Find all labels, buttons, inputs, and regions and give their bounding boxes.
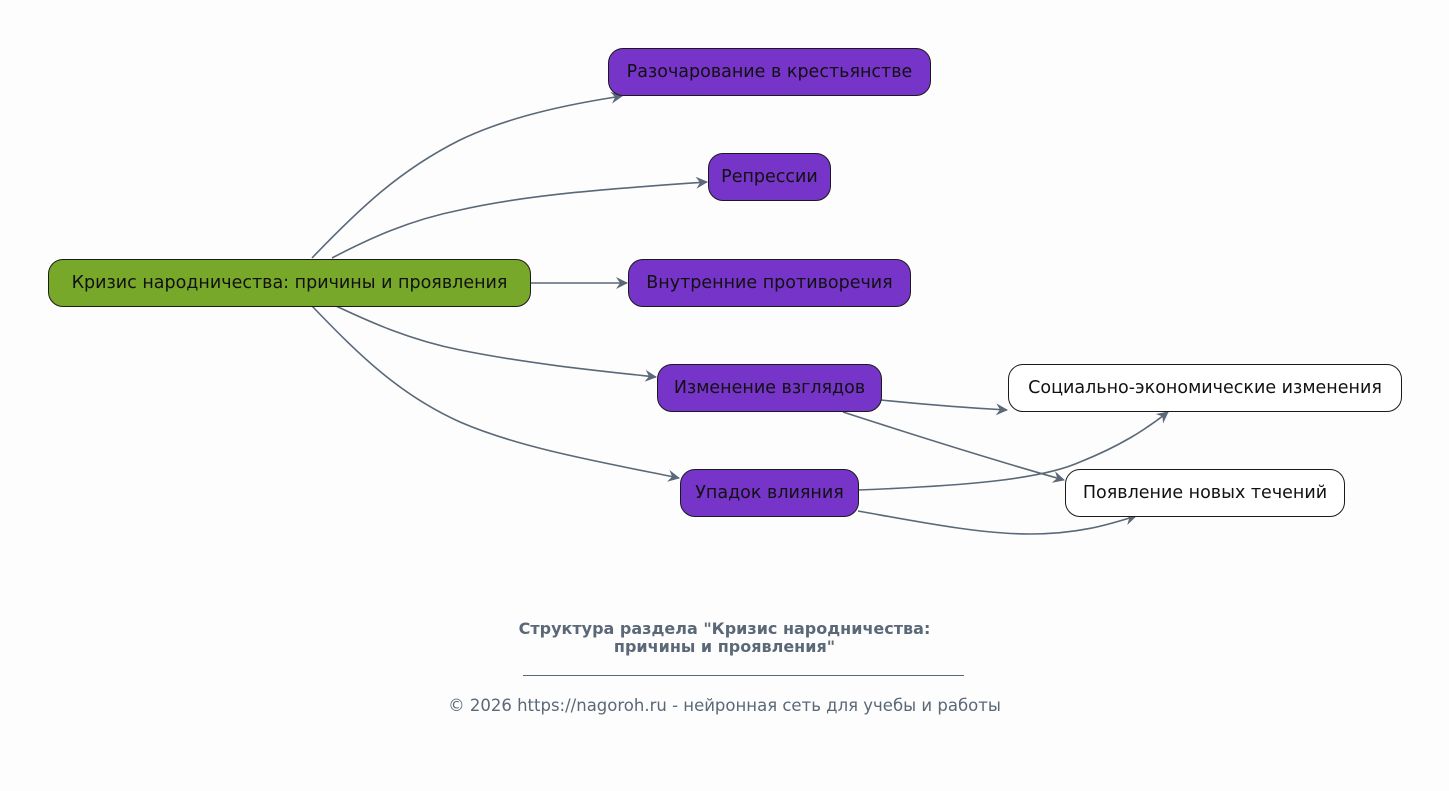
caption-divider	[523, 675, 964, 676]
edge-c4-to-l1	[880, 399, 1008, 416]
edge-root-to-c2	[331, 176, 708, 259]
node-label: Социально-экономические изменения	[1028, 378, 1382, 398]
node-label: Репрессии	[721, 167, 818, 187]
node-repressions[interactable]: Репрессии	[708, 153, 831, 201]
footer-copyright: © 2026 https://nagoroh.ru - нейронная се…	[448, 696, 1001, 715]
edge-root-to-c5	[311, 305, 680, 482]
edge-c4-to-l2	[842, 411, 1065, 483]
node-label: Упадок влияния	[695, 483, 844, 503]
node-label: Появление новых течений	[1082, 483, 1328, 503]
node-label: Внутренние противоречия	[646, 273, 893, 293]
edge-root-to-c4	[335, 305, 657, 382]
node-change-of-views[interactable]: Изменение взглядов	[657, 364, 882, 412]
node-root[interactable]: Кризис народничества: причины и проявлен…	[48, 259, 531, 307]
node-decline-of-influence[interactable]: Упадок влияния	[680, 469, 859, 517]
node-internal-contradictions[interactable]: Внутренние противоречия	[628, 259, 911, 307]
diagram-caption-title: Структура раздела "Кризис народничества:…	[0, 620, 1449, 656]
node-root-label: Кризис народничества: причины и проявлен…	[71, 273, 508, 293]
node-label: Разочарование в крестьянстве	[626, 62, 913, 82]
node-new-movements[interactable]: Появление новых течений	[1065, 469, 1345, 517]
caption-title-line-1: Структура раздела "Кризис народничества:	[518, 619, 931, 638]
node-disillusionment[interactable]: Разочарование в крестьянстве	[608, 48, 931, 96]
edge-c5-to-l2	[857, 510, 1137, 535]
node-socioeconomic-changes[interactable]: Социально-экономические изменения	[1008, 364, 1402, 412]
edge-root-to-c1	[311, 91, 623, 259]
caption-title-line-2: причины и проявления"	[613, 637, 836, 656]
node-label: Изменение взглядов	[673, 378, 866, 398]
edge-c5-to-l1	[857, 411, 1169, 491]
